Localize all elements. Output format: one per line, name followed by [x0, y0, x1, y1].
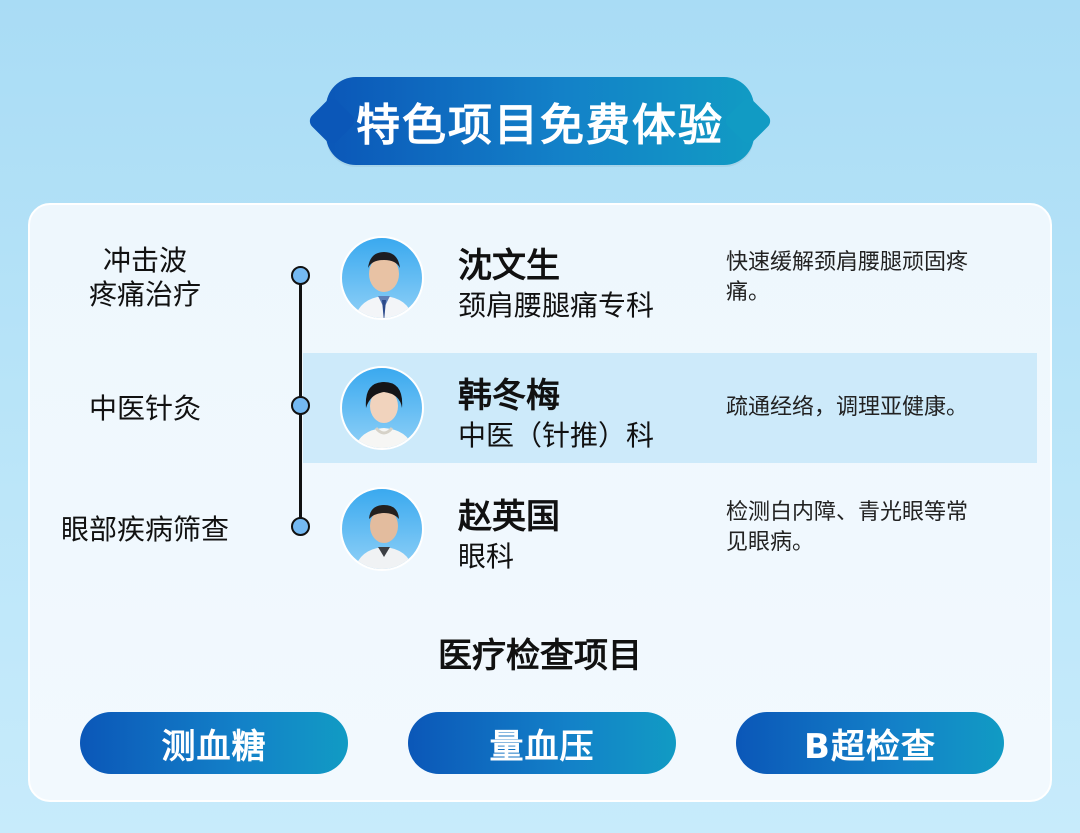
doctor-department: 眼科: [458, 540, 515, 573]
b-ultrasound-button[interactable]: B超检查: [736, 712, 1004, 774]
section-title: 医疗检查项目: [438, 636, 642, 676]
timeline-dot: [291, 266, 310, 285]
doctor-name: 韩冬梅: [458, 376, 560, 416]
timeline-dot: [291, 396, 310, 415]
title-banner: 特色项目免费体验: [326, 77, 754, 165]
doctor-name: 赵英国: [458, 497, 560, 537]
treatment-description: 疏通经络，调理亚健康。: [726, 395, 969, 420]
doctor-name: 沈文生: [458, 246, 560, 286]
service-label-line: 疼痛治疗: [88, 278, 201, 311]
blood-sugar-button[interactable]: 测血糖: [80, 712, 348, 774]
experience-card: [28, 203, 1052, 802]
doctor-avatar-icon: [354, 252, 414, 318]
doctor-avatar-icon: [354, 505, 414, 569]
service-label: 中医针灸: [88, 392, 201, 425]
banner-title: 特色项目免费体验: [356, 100, 724, 151]
doctor-department: 颈肩腰腿痛专科: [458, 289, 655, 322]
doctor-avatar: [340, 487, 424, 571]
doctor-avatar: [340, 236, 424, 320]
service-label-line: 冲击波: [102, 244, 187, 277]
timeline-dot: [291, 517, 310, 536]
doctor-department: 中医（针推）科: [458, 419, 655, 452]
treatment-description: 快速缓解颈肩腰腿顽固疼痛。: [726, 250, 969, 305]
blood-pressure-button[interactable]: 量血压: [408, 712, 676, 774]
service-label: 冲击波疼痛治疗: [40, 244, 250, 312]
doctor-avatar-icon: [355, 382, 413, 448]
row-highlight: [303, 353, 1037, 463]
service-label: 眼部疾病筛查: [60, 513, 229, 546]
doctor-avatar: [340, 366, 424, 450]
treatment-description: 检测白内障、青光眼等常见眼病。: [726, 500, 969, 555]
service-label-line: 冲击波疼痛治疗: [89, 244, 201, 311]
